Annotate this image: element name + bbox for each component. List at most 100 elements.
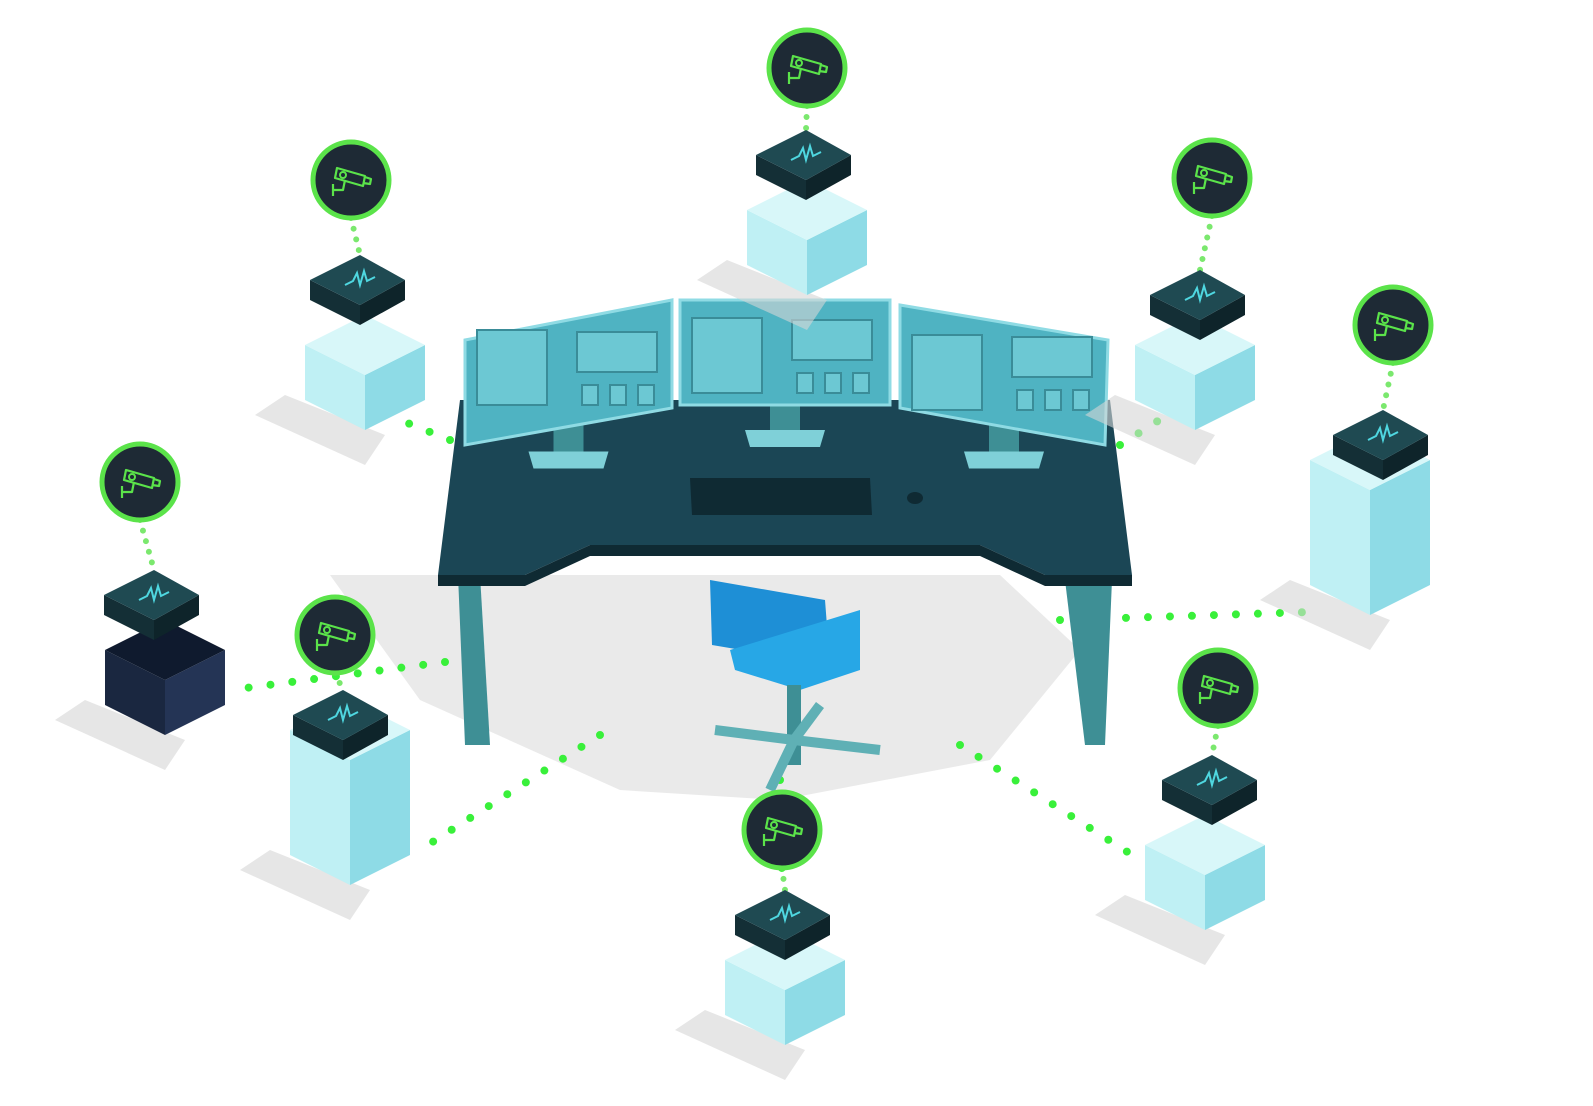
building-wall: [1370, 460, 1430, 615]
camera-badge: [99, 441, 181, 523]
camera-node: [1085, 137, 1255, 465]
hub-side: [360, 280, 405, 325]
building-roof: [305, 315, 425, 375]
camera-glyph: [1373, 311, 1415, 341]
building-wall: [1195, 345, 1255, 430]
building-wall: [1205, 845, 1265, 930]
camera-lens: [1206, 679, 1214, 687]
building-wall: [1145, 845, 1205, 930]
building-wall: [725, 960, 785, 1045]
security-camera-icon: [1198, 674, 1240, 704]
connector: [803, 103, 810, 133]
document-icon: [1044, 389, 1062, 411]
security-camera-icon: [120, 468, 162, 498]
camera-lens: [1200, 169, 1208, 177]
camera-lens: [323, 626, 331, 634]
floor-shadows: [330, 575, 1080, 800]
building-shadow: [240, 850, 370, 920]
camera-glyph: [762, 816, 804, 846]
document-icon: [824, 372, 842, 394]
building-shadow: [1085, 395, 1215, 465]
camera-node: [675, 789, 845, 1080]
camera-lens: [770, 821, 778, 829]
network-link: [416, 731, 604, 854]
waveform-icon: [138, 582, 170, 604]
building-shadow: [55, 700, 185, 770]
hub-side: [785, 915, 830, 960]
building-shadow: [697, 260, 827, 330]
hub-top: [1333, 410, 1428, 460]
chair-leg: [714, 725, 795, 745]
camera-badge: [1352, 284, 1434, 366]
waveform-icon: [1184, 282, 1216, 304]
waveform-icon: [790, 142, 822, 164]
connector: [137, 517, 157, 573]
waveform-icon: [1367, 422, 1399, 444]
security-camera-icon: [331, 166, 373, 196]
camera-glyph: [331, 166, 373, 196]
waveform-icon: [327, 702, 359, 724]
chair-leg: [765, 737, 799, 793]
video-play-icon: [576, 331, 658, 373]
camera-glyph: [1192, 164, 1234, 194]
connector: [332, 670, 346, 693]
camera-lens: [1381, 316, 1389, 324]
map-icon: [911, 334, 983, 411]
map-icon: [476, 329, 548, 406]
camera-node: [240, 594, 410, 920]
desk-leg: [458, 575, 490, 745]
building-wall: [747, 210, 807, 295]
network-hub-icon: [1333, 435, 1383, 480]
security-camera-icon: [1192, 164, 1234, 194]
security-camera-icon: [1373, 311, 1415, 341]
document-icon: [609, 384, 627, 406]
desk-shadow: [330, 575, 1080, 800]
building-roof: [747, 180, 867, 240]
camera-lens: [128, 473, 136, 481]
waveform-icon: [769, 902, 801, 924]
hub-top: [310, 255, 405, 305]
hub-top: [1150, 270, 1245, 320]
building-shadow: [675, 1010, 805, 1080]
network-hub-icon: [293, 715, 343, 760]
connector: [1380, 360, 1396, 413]
keyboard: [690, 478, 872, 515]
document-icon: [796, 372, 814, 394]
connector: [1209, 723, 1221, 758]
hub-top: [1162, 755, 1257, 805]
building-wall: [1310, 460, 1370, 615]
hub-top: [293, 690, 388, 740]
network-link: [396, 416, 454, 444]
building-wall: [1135, 345, 1195, 430]
building-wall: [785, 960, 845, 1045]
security-camera-icon: [787, 54, 829, 84]
camera-node: [1095, 647, 1265, 965]
camera-lens: [795, 59, 803, 67]
camera-glyph: [315, 621, 357, 651]
camera-glyph: [787, 54, 829, 84]
camera-nodes: [55, 27, 1434, 1080]
document-icon: [637, 384, 655, 406]
building-shadow: [1260, 580, 1390, 650]
hub-side: [1383, 435, 1428, 480]
waveform-icon: [344, 267, 376, 289]
building-roof: [1135, 315, 1255, 375]
waveform-icon: [1196, 767, 1228, 789]
security-camera-icon: [762, 816, 804, 846]
building-wall: [290, 730, 350, 885]
building-wall: [807, 210, 867, 295]
hub-side: [1200, 295, 1245, 340]
mouse: [907, 492, 923, 504]
network-hub-icon: [310, 280, 360, 325]
hub-side: [1212, 780, 1257, 825]
security-camera-icon: [315, 621, 357, 651]
desk-edge: [438, 545, 1132, 586]
document-icon: [852, 372, 870, 394]
building-shadow: [1095, 895, 1225, 965]
chair-leg: [789, 702, 825, 743]
camera-badge: [766, 27, 848, 109]
hub-side: [154, 595, 199, 640]
hub-top: [735, 890, 830, 940]
network-hub-icon: [104, 595, 154, 640]
